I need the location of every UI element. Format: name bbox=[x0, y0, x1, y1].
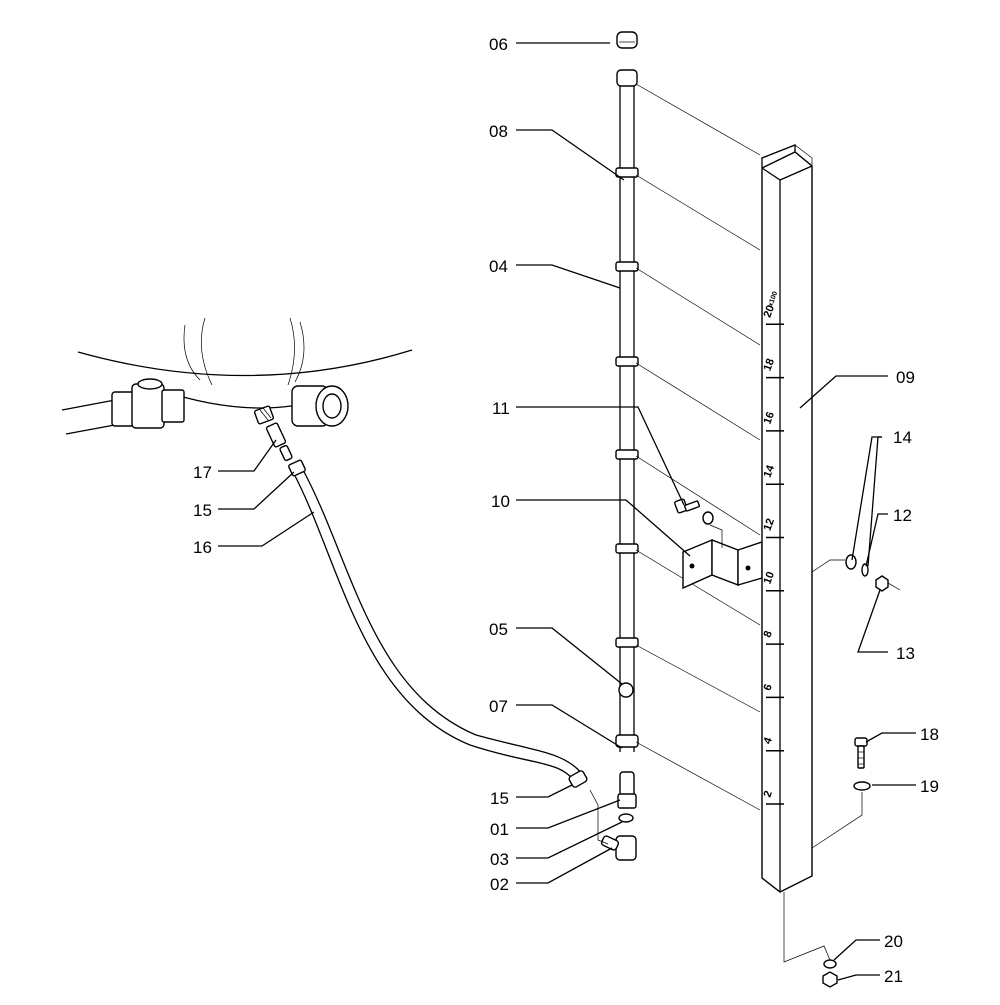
callout-21: 21 bbox=[884, 967, 903, 986]
scale-mark-14: 14 bbox=[762, 463, 778, 479]
callout-12: 12 bbox=[893, 506, 912, 525]
callout-06: 06 bbox=[489, 35, 508, 54]
tube-clamps-08 bbox=[615, 167, 639, 748]
callout-19: 19 bbox=[920, 777, 939, 796]
callout-14: 14 bbox=[893, 428, 912, 447]
scale-mark-16: 16 bbox=[762, 410, 777, 426]
callout-15-lower: 15 bbox=[490, 789, 509, 808]
callout-08: 08 bbox=[489, 122, 508, 141]
callout-11: 11 bbox=[492, 399, 510, 418]
scale-mark-10: 10 bbox=[762, 570, 777, 586]
hardware-14-12-13 bbox=[811, 554, 901, 592]
gauge-scale: x100 2 4 6 8 10 12 14 16 18 20 bbox=[762, 291, 784, 805]
bolt-18-washer-19 bbox=[811, 737, 871, 849]
callout-16: 16 bbox=[193, 538, 212, 557]
callout-15-upper: 15 bbox=[193, 501, 212, 520]
callout-04: 04 bbox=[489, 257, 508, 276]
scale-mark-8: 8 bbox=[762, 629, 775, 639]
callout-07: 07 bbox=[489, 697, 508, 716]
scale-mark-6: 6 bbox=[762, 683, 775, 693]
scale-mark-12: 12 bbox=[762, 517, 777, 533]
scale-mark-18: 18 bbox=[762, 357, 777, 373]
callout-05: 05 bbox=[489, 620, 508, 639]
callout-01: 01 bbox=[490, 820, 509, 839]
cap-06 bbox=[616, 31, 638, 49]
bracket-10 bbox=[682, 538, 763, 590]
fitting-17 bbox=[253, 405, 293, 462]
scale-mark-20: 20 bbox=[762, 304, 777, 320]
float-ball-05 bbox=[618, 682, 634, 698]
callout-labels: 06 08 04 11 10 05 07 15 01 03 02 17 15 1… bbox=[193, 35, 939, 986]
washer-20-nut-21 bbox=[783, 892, 838, 988]
callout-18: 18 bbox=[920, 725, 939, 744]
callout-13: 13 bbox=[896, 644, 915, 663]
callout-09: 09 bbox=[896, 368, 915, 387]
scale-unit-label: x100 bbox=[767, 291, 779, 308]
bolt-11 bbox=[674, 498, 723, 548]
callout-20: 20 bbox=[884, 932, 903, 951]
callout-10: 10 bbox=[491, 492, 510, 511]
callout-17: 17 bbox=[193, 463, 212, 482]
leader-lines bbox=[218, 42, 916, 981]
scale-mark-4: 4 bbox=[762, 735, 776, 746]
tank-outlet-valve bbox=[61, 378, 185, 435]
bottom-fittings bbox=[589, 771, 637, 861]
tank-drain-cap bbox=[291, 385, 349, 427]
callout-02: 02 bbox=[490, 875, 509, 894]
scale-mark-2: 2 bbox=[762, 789, 775, 799]
alignment-lines bbox=[635, 83, 761, 811]
callout-03: 03 bbox=[490, 850, 509, 869]
hose-16 bbox=[288, 459, 588, 788]
gauge-rail-09 bbox=[761, 144, 813, 893]
